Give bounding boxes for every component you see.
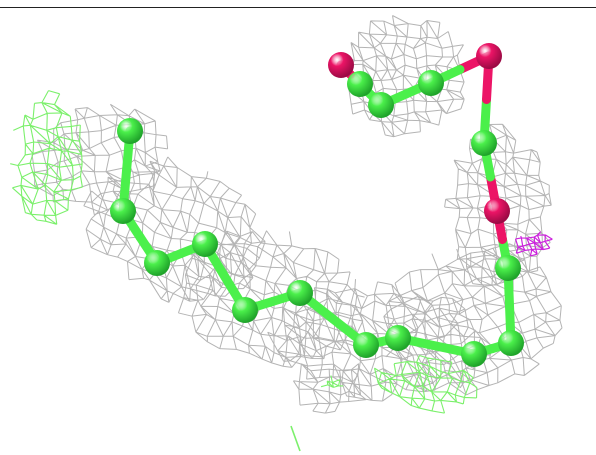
carbon-atom[interactable] xyxy=(347,71,373,97)
oxygen-atom[interactable] xyxy=(328,52,354,78)
diff-density-blob xyxy=(320,375,344,388)
carbon-atom[interactable] xyxy=(117,118,143,144)
positive-difference-density-mesh xyxy=(10,90,478,452)
carbon-atom[interactable] xyxy=(461,341,487,367)
carbon-atom[interactable] xyxy=(353,332,379,358)
carbon-atom[interactable] xyxy=(418,70,444,96)
diff-density-blob xyxy=(10,90,83,225)
carbon-atom[interactable] xyxy=(385,325,411,351)
oxygen-atom[interactable] xyxy=(476,43,502,69)
density-blob xyxy=(31,103,169,216)
atom-layer xyxy=(110,43,524,367)
carbon-atom[interactable] xyxy=(368,92,394,118)
oxygen-atom[interactable] xyxy=(484,198,510,224)
carbon-atom[interactable] xyxy=(232,297,258,323)
carbon-atom[interactable] xyxy=(110,198,136,224)
carbon-atom[interactable] xyxy=(192,231,218,257)
negative-difference-density-mesh xyxy=(514,231,553,257)
carbon-atom[interactable] xyxy=(471,130,497,156)
diff-density-fragment xyxy=(290,425,301,452)
carbon-atom[interactable] xyxy=(144,250,170,276)
top-border xyxy=(0,0,596,8)
carbon-atom[interactable] xyxy=(498,330,524,356)
carbon-atom[interactable] xyxy=(495,255,521,281)
neg-diff-density-blob xyxy=(514,231,553,257)
diff-density-blob xyxy=(373,354,478,414)
density-blob xyxy=(292,363,367,414)
carbon-atom[interactable] xyxy=(287,280,313,306)
